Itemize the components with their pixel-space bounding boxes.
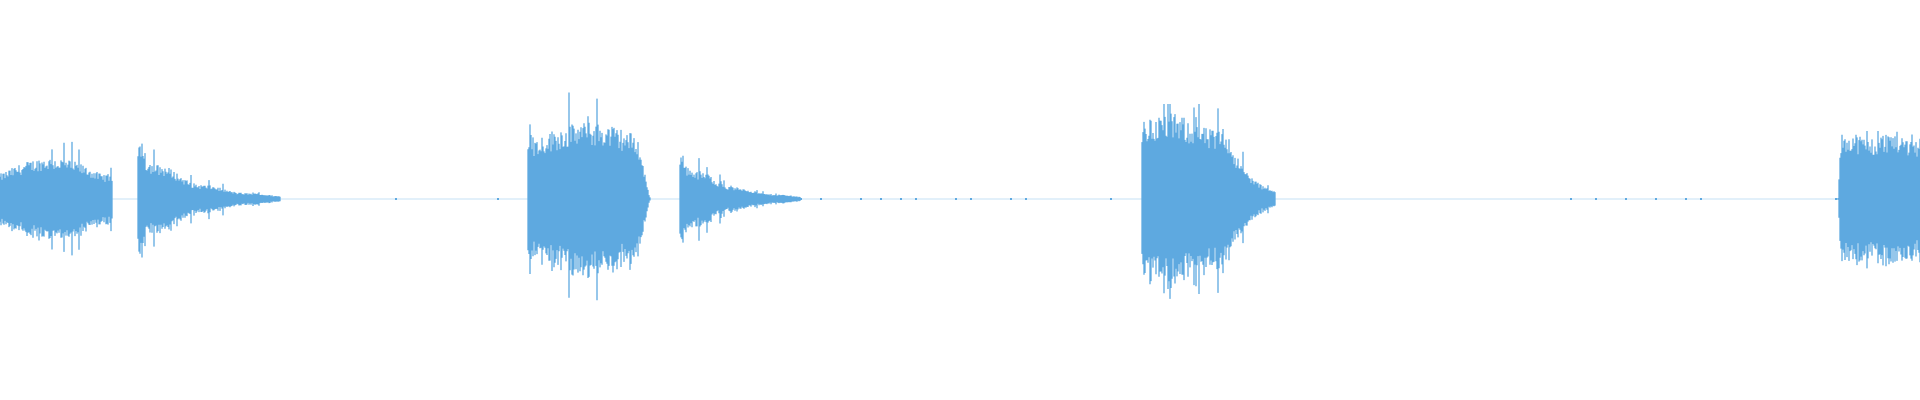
noise-speck	[1010, 198, 1012, 200]
noise-speck	[1700, 198, 1702, 200]
noise-speck	[955, 198, 957, 200]
waveform-burst	[679, 155, 801, 243]
noise-speck	[970, 198, 972, 200]
noise-speck	[1595, 198, 1597, 200]
noise-speck	[820, 198, 822, 200]
noise-speck	[1025, 198, 1027, 200]
noise-speck	[497, 198, 499, 200]
waveform-burst	[137, 143, 281, 258]
noise-speck	[1835, 198, 1837, 200]
noise-speck	[1110, 198, 1112, 200]
waveform-noise	[395, 198, 1837, 200]
noise-speck	[1625, 198, 1627, 200]
noise-speck	[900, 198, 902, 200]
noise-speck	[860, 198, 862, 200]
waveform-segment[interactable]	[1837, 131, 1920, 269]
waveform-segment[interactable]	[527, 92, 651, 301]
waveform-burst	[527, 92, 651, 301]
noise-speck	[1655, 198, 1657, 200]
noise-speck	[1570, 198, 1572, 200]
noise-speck	[800, 198, 802, 200]
waveform-segment[interactable]	[1141, 104, 1276, 299]
waveform-segment[interactable]	[679, 155, 801, 243]
noise-speck	[915, 198, 917, 200]
noise-speck	[1685, 198, 1687, 200]
waveform-burst	[0, 141, 113, 256]
noise-speck	[395, 198, 397, 200]
noise-speck	[880, 198, 882, 200]
waveform-segment[interactable]	[0, 141, 113, 256]
waveform-burst	[1837, 131, 1920, 269]
waveform-burst	[1141, 104, 1276, 299]
waveform-segment[interactable]	[137, 143, 281, 258]
